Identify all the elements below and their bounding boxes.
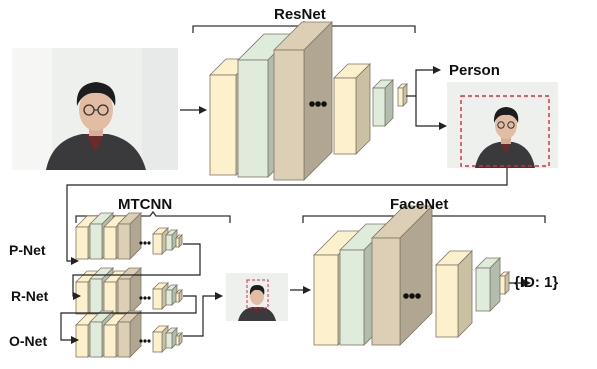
resnet-to-crop-arrow [415,96,447,130]
facenet-ellipsis [403,293,421,299]
mtcnn-title: MTCNN [118,196,173,213]
onet-label: O-Net [9,333,48,349]
pnet-label: P-Net [9,242,46,258]
rnet-layer-7 [175,289,183,303]
person-crop-box [460,95,550,167]
facenet-title: FaceNet [390,196,449,213]
resnet-ellipsis [309,101,327,107]
facenet-layer-5 [475,257,501,312]
rnet-to-onet-arrow [60,295,197,344]
onet-layer-4 [117,310,142,358]
pnet-layer-7 [175,234,183,248]
resnet-layer-6 [397,83,408,107]
onet-layer-7 [175,332,183,346]
rnet-layer-6 [165,284,178,306]
face-crop-photo [226,273,288,321]
onet-ellipsis [139,339,151,343]
rnet-layer-4 [117,267,142,315]
resnet-layer-5 [372,79,394,127]
mtcnn-brace [75,210,231,223]
facenet-layer-6 [499,271,510,295]
resnet-layer-4 [333,63,371,155]
pnet-layer-4 [117,212,142,260]
person-to-mtcnn-arrow [66,168,508,265]
resnet-layer-3 [273,21,333,181]
rnet-ellipsis [139,296,151,300]
pnet-layer-6 [165,229,178,251]
facenet-layer-4 [435,250,473,338]
rnet-label: R-Net [11,288,49,304]
resnet-title: ResNet [274,6,326,23]
onet-to-face-arrow [183,292,223,337]
pnet-to-rnet-arrow [72,243,201,300]
face-crop-box [246,279,269,309]
input-photo [12,48,178,170]
onet-layer-6 [165,327,178,349]
id-output: {ID: 1} [514,274,559,291]
person-label: Person [449,62,500,79]
person-detection-photo [447,82,558,168]
facenet-layer-3 [371,205,433,346]
resnet-to-person-arrow [406,66,441,97]
pnet-ellipsis [139,241,151,245]
